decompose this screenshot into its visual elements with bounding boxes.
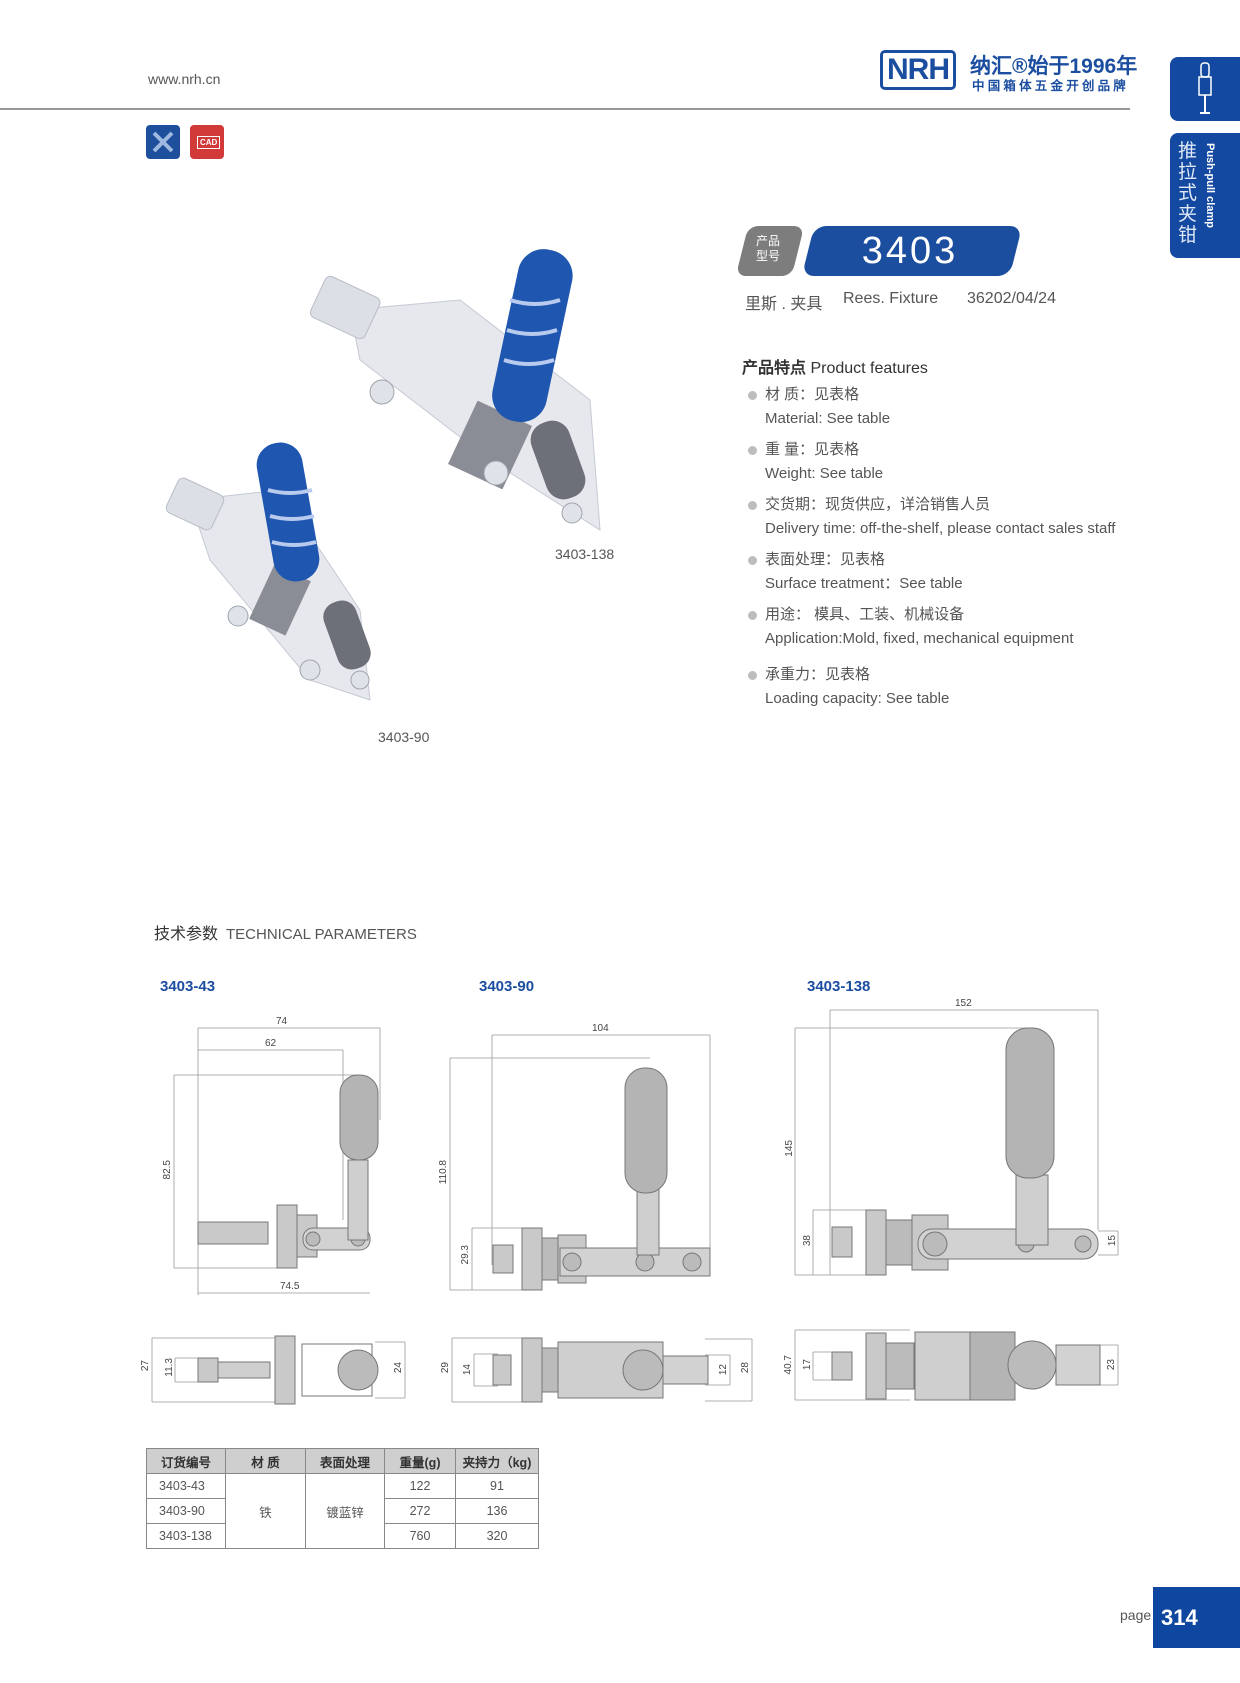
feature-item: 承重力：见表格 Loading capacity: See table — [748, 663, 949, 711]
clamp-138-photo — [309, 249, 601, 531]
table-row: 3403-138 760 320 — [146, 1523, 539, 1549]
feature-item: 用途： 模具、工装、机械设备 Application:Mold, fixed, … — [748, 603, 1074, 651]
drawing-90-side: 104 110.8 29.3 — [430, 1020, 760, 1300]
drawing-title-138: 3403-138 — [807, 978, 871, 995]
bullet-icon — [748, 445, 757, 455]
table-row: 3403-90 272 136 — [146, 1498, 539, 1524]
model-label-text: 产品 型号 — [756, 234, 781, 263]
bullet-icon — [748, 390, 757, 400]
category-thumbnail-tab[interactable] — [1170, 57, 1240, 121]
product-code: 36202/04/24 — [967, 290, 1056, 307]
feature-item: 重 量：见表格 Weight: See table — [748, 438, 883, 486]
bullet-icon — [748, 670, 757, 680]
page-number: 314 — [1153, 1587, 1240, 1648]
bullet-icon — [748, 555, 757, 565]
drawing-43-side: 74 62 82.5 74.5 — [150, 1010, 410, 1300]
category-label-en: Push-pull clamp — [1204, 143, 1216, 228]
cad-download-icon[interactable]: CAD — [190, 125, 224, 159]
table-row: 3403-43 铁 镀蓝锌 122 91 — [146, 1473, 539, 1549]
product-name-en: Rees. Fixture — [843, 290, 939, 307]
bullet-icon — [748, 500, 757, 510]
drawing-90-top: 29 14 12 28 — [440, 1330, 760, 1410]
photo-label-90: 3403-90 — [378, 729, 430, 745]
feature-item: 交货期：现货供应，详洽销售人员 Delivery time: off-the-s… — [748, 493, 1115, 541]
drawing-138-top: 40.7 17 23 — [780, 1315, 1130, 1415]
drawing-43-top: 27 11.3 24 — [140, 1330, 420, 1410]
photo-label-138: 3403-138 — [555, 546, 615, 562]
model-number: 3403 — [861, 230, 959, 272]
drawing-title-90: 3403-90 — [479, 978, 535, 995]
site-url[interactable]: www.nrh.cn — [148, 71, 221, 87]
brand-tagline: 中国箱体五金开创品牌 — [972, 79, 1130, 93]
drafting-tools-icon[interactable] — [146, 125, 180, 159]
product-name-cn: 里斯 . 夹具 — [745, 296, 823, 313]
product-photo — [165, 249, 601, 701]
brand-slogan: 纳汇®始于1996年 — [970, 55, 1138, 78]
category-tab-push-pull-clamp[interactable]: 推拉式夹钳 Push-pull clamp — [1170, 133, 1240, 258]
feature-item: 材 质：见表格 Material: See table — [748, 383, 890, 431]
page-label: page — [1120, 1607, 1152, 1623]
table-header-row: 订货编号 材 质 表面处理 重量(g) 夹持力（kg) — [146, 1448, 539, 1474]
drawing-title-43: 3403-43 — [160, 978, 216, 995]
brand-logo: NRH — [880, 50, 956, 90]
spec-table: 订货编号 材 质 表面处理 重量(g) 夹持力（kg) 3403-43 铁 镀蓝… — [146, 1448, 539, 1549]
bullet-icon — [748, 610, 757, 620]
drawing-138-side: 152 145 38 15 — [780, 995, 1130, 1285]
cad-label: CAD — [197, 136, 221, 149]
category-label-cn: 推拉式夹钳 — [1178, 141, 1198, 246]
clamp-thumbnail-icon — [1198, 62, 1212, 114]
feature-item: 表面处理：见表格 Surface treatment：See table — [748, 548, 963, 596]
clamp-90-photo — [165, 442, 371, 701]
features-heading: 产品特点 Product features — [742, 360, 928, 377]
header-divider — [0, 108, 1130, 110]
